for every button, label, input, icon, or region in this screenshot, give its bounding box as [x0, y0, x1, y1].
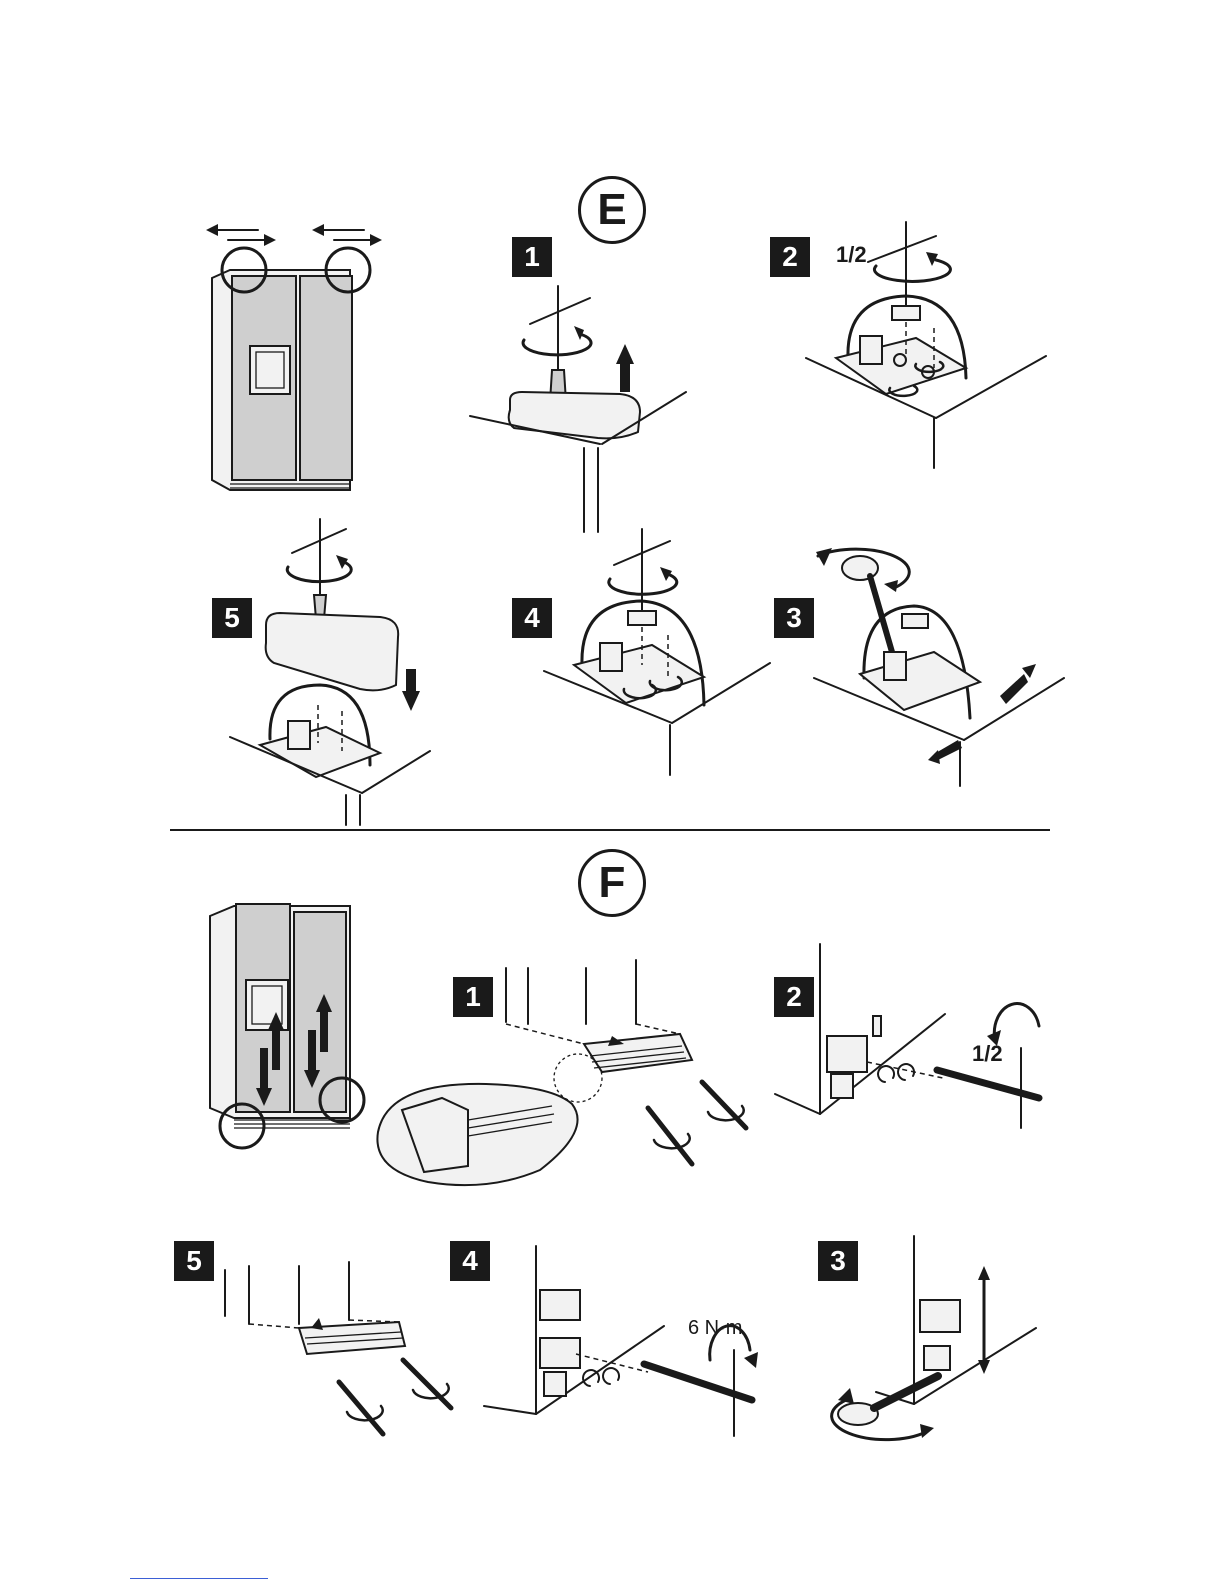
step-e1-illustration	[470, 282, 700, 532]
step-f1-illustration	[368, 960, 768, 1195]
step-f3-illustration	[816, 1236, 1036, 1456]
step-f4-illustration	[484, 1246, 774, 1456]
push-arrow-icon	[311, 1318, 323, 1330]
section-e-badge: E	[578, 176, 646, 244]
step-e1-badge: 1	[512, 237, 552, 277]
fridge-overview-e-illustration	[200, 218, 400, 508]
place-arrow-icon	[402, 669, 420, 711]
step-e5-illustration	[230, 515, 450, 825]
footer-link-underline[interactable]	[130, 1578, 268, 1579]
fridge-overview-f-illustration	[200, 898, 370, 1158]
step-e2-badge: 2	[770, 237, 810, 277]
screwdriver-icon	[648, 1082, 746, 1164]
step-f5-illustration	[215, 1262, 475, 1462]
step-e4-illustration	[544, 525, 774, 775]
wrench-icon	[842, 556, 892, 652]
section-divider	[170, 829, 1050, 831]
hex-key-icon	[644, 1350, 752, 1436]
step-e3-badge: 3	[774, 598, 814, 638]
step-e2-illustration	[806, 218, 1046, 468]
rotation-arrow-icon	[744, 1352, 758, 1368]
section-f-badge: F	[578, 849, 646, 917]
hex-key-icon	[937, 1048, 1039, 1128]
step-e3-illustration	[814, 528, 1064, 786]
door-shift-arrows-icon	[206, 224, 382, 246]
lift-arrow-icon	[616, 344, 634, 392]
rotation-arrow-icon	[574, 326, 584, 340]
step-f2-illustration	[775, 944, 1055, 1134]
step-f5-badge: 5	[174, 1241, 214, 1281]
